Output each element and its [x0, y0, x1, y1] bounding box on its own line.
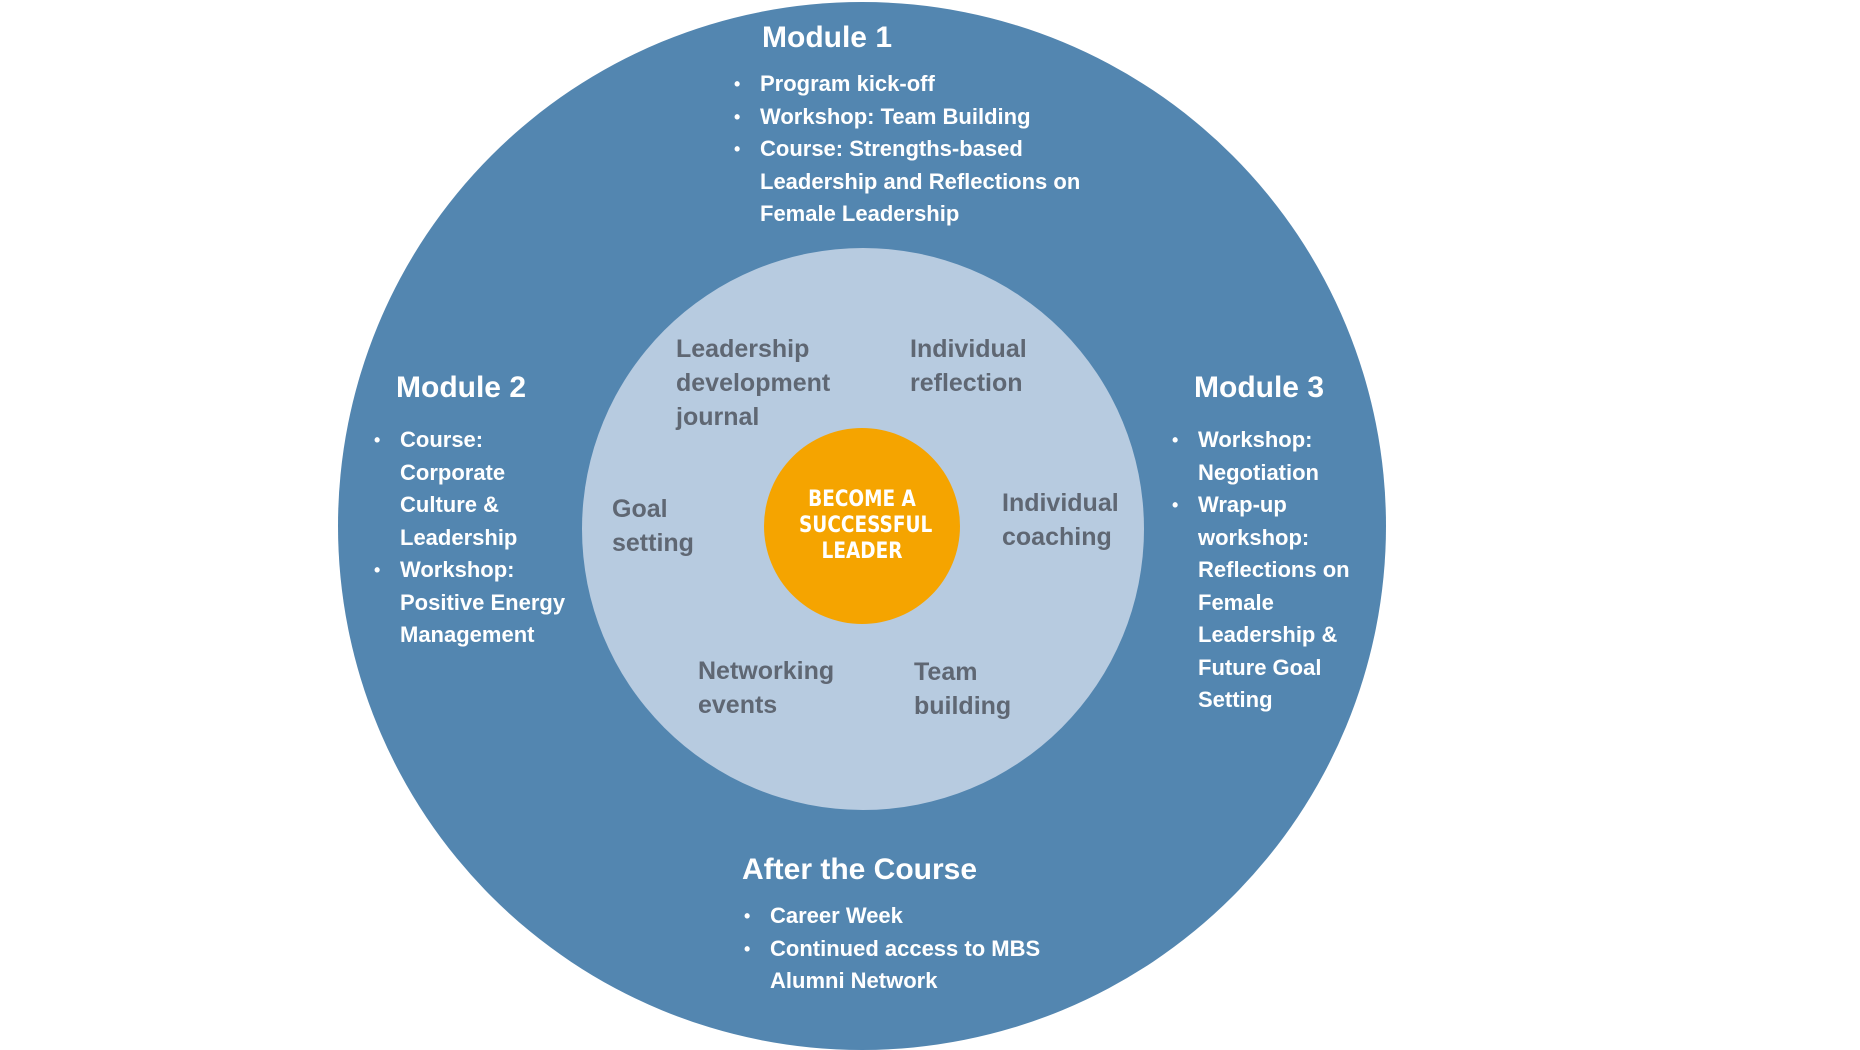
bullet-icon: • — [744, 938, 751, 959]
bullet-icon: • — [374, 560, 381, 580]
bullet-icon: • — [734, 74, 741, 94]
list-item: • Workshop: Positive Energy Management — [372, 554, 612, 652]
list-item: • Course: Corporate Culture & Leadership — [372, 424, 612, 554]
core-goal-circle: BECOME A SUCCESSFUL LEADER — [764, 428, 960, 624]
list-item: • Wrap-up workshop: Reflections on Female… — [1170, 489, 1370, 717]
activity-individual-reflection: Individual reflection — [910, 335, 1027, 397]
module-1-item-1: Program kick-off — [760, 71, 935, 96]
bullet-icon: • — [744, 906, 751, 926]
list-item: • Continued access to MBS Alumni Network — [742, 933, 1162, 998]
module-2-section: Module 2 • Course: Corporate Culture & Le… — [372, 370, 612, 652]
module-2-item-2: Workshop: Positive Energy Management — [400, 557, 566, 647]
list-item: • Career Week — [742, 900, 1162, 933]
after-course-item-2: Continued access to MBS Alumni Network — [770, 935, 1041, 994]
bullet-icon: • — [1172, 430, 1179, 450]
after-course-item-1: Career Week — [770, 903, 903, 928]
after-course-list: • Career Week • Continued access to MBS Al… — [742, 900, 1162, 998]
bullet-icon: • — [734, 139, 741, 159]
bullet-icon: • — [374, 430, 381, 450]
module-3-section: Module 3 • Workshop: Negotiation • Wrap-up… — [1170, 370, 1370, 717]
module-2-title: Module 2 — [396, 371, 527, 404]
list-item: • Workshop: Negotiation — [1170, 424, 1370, 489]
module-2-item-1: Course: Corporate Culture & Leadership — [400, 427, 518, 550]
bullet-icon: • — [1172, 495, 1179, 515]
module-3-item-1: Workshop: Negotiation — [1198, 427, 1319, 485]
list-item: • Course: Strengths-based Leadership and … — [732, 133, 1152, 231]
module-1-item-3: Course: Strengths-based Leadership and R… — [760, 136, 1081, 226]
module-1-title: Module 1 — [762, 21, 893, 54]
module-2-list: •Course: Corporate Culture & Leadership … — [372, 424, 612, 652]
activity-team-building: Team building — [914, 658, 1012, 720]
module-3-list: • Workshop: Negotiation • Wrap-up workshop… — [1170, 424, 1370, 717]
after-course-title: After the Course — [742, 853, 978, 886]
module-3-item-2: Wrap-up workshop: Reflections on Female … — [1198, 492, 1350, 712]
bullet-icon: • — [734, 106, 741, 127]
activity-leadership-journal: Leadership development journal — [676, 335, 831, 431]
activity-individual-coaching: Individual coaching — [1002, 489, 1119, 551]
activity-goal-setting: Goal setting — [612, 495, 694, 557]
after-course-section: After the Course • Career Week • Continued… — [742, 852, 1162, 998]
activity-networking-events: Networking events — [698, 657, 835, 719]
module-1-list: • Program kick-off • Workshop: Team Buildi… — [732, 68, 1152, 231]
module-1-section: Module 1 • Program kick-off • Workshop: Te… — [732, 20, 1152, 231]
module-3-title: Module 3 — [1194, 371, 1325, 404]
core-goal-label: BECOME A SUCCESSFUL LEADER — [799, 487, 933, 564]
module-1-item-2: Workshop: Team Building — [760, 103, 1031, 129]
list-item: • Workshop: Team Building — [732, 101, 1152, 134]
list-item: • Program kick-off — [732, 68, 1152, 101]
